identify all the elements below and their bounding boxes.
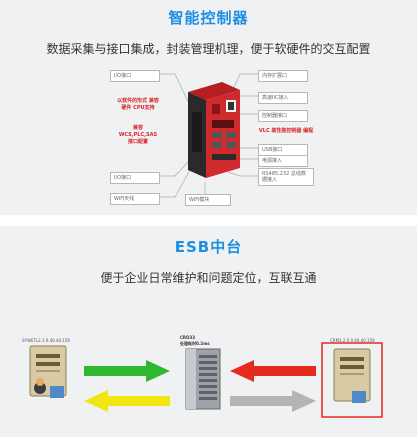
left-tag: I/O接口	[110, 70, 160, 82]
left-tag: I/O接口	[110, 172, 160, 184]
yellow-arrow-left	[84, 390, 170, 412]
red-note-right: VLC 高性能控制器 编程	[258, 128, 314, 134]
center-server-sublabel: 处理耗时0.2ms	[180, 341, 210, 346]
controller-title: 智能控制器	[168, 9, 249, 27]
right-tag: RS485,232 总线数据接入	[258, 168, 314, 186]
controller-subtitle: 数据采集与接口集成，封装管理机理，便于软硬件的交互配置	[46, 42, 371, 56]
red-note-left-bottom: 兼容 WCS,PLC,SAS 接口配置	[118, 125, 158, 145]
red-arrow-left	[230, 360, 316, 382]
controller-panel: 智能控制器 数据采集与接口集成，封装管理机理，便于软硬件的交互配置	[0, 0, 417, 215]
esb-arrows	[84, 360, 316, 412]
grey-arrow-right	[230, 390, 316, 412]
red-note-left-top: 以软件的形式 兼容硬件 CPU支持	[117, 98, 159, 111]
bottom-tag: WiFi模块	[185, 194, 231, 206]
right-server-label: CRM3.2.0 0.40.40.159	[330, 338, 375, 343]
right-tag: 高速IIC接入	[258, 92, 308, 104]
right-tag: 内存扩展口	[258, 70, 308, 82]
esb-panel: ESB中台 便于企业日常维护和问题定位，互联互通 SYWETL2.3 0.40.…	[0, 226, 417, 437]
left-server-icon	[29, 345, 67, 398]
esb-title: ESB中台	[174, 238, 243, 256]
green-arrow-right	[84, 360, 170, 382]
right-server-highlighted	[321, 342, 383, 418]
controller-device-image	[188, 82, 240, 178]
left-tag: WiFi天线	[110, 193, 160, 205]
right-tag: 电源接入	[258, 155, 308, 167]
left-server-label: SYWETL2.3 0.40.40.159	[22, 338, 70, 343]
center-server-label: CRO33	[180, 335, 195, 340]
right-tag: 控制器接口	[258, 110, 308, 122]
center-server-icon	[185, 348, 221, 410]
esb-subtitle: 便于企业日常维护和问题定位，互联互通	[100, 271, 317, 285]
